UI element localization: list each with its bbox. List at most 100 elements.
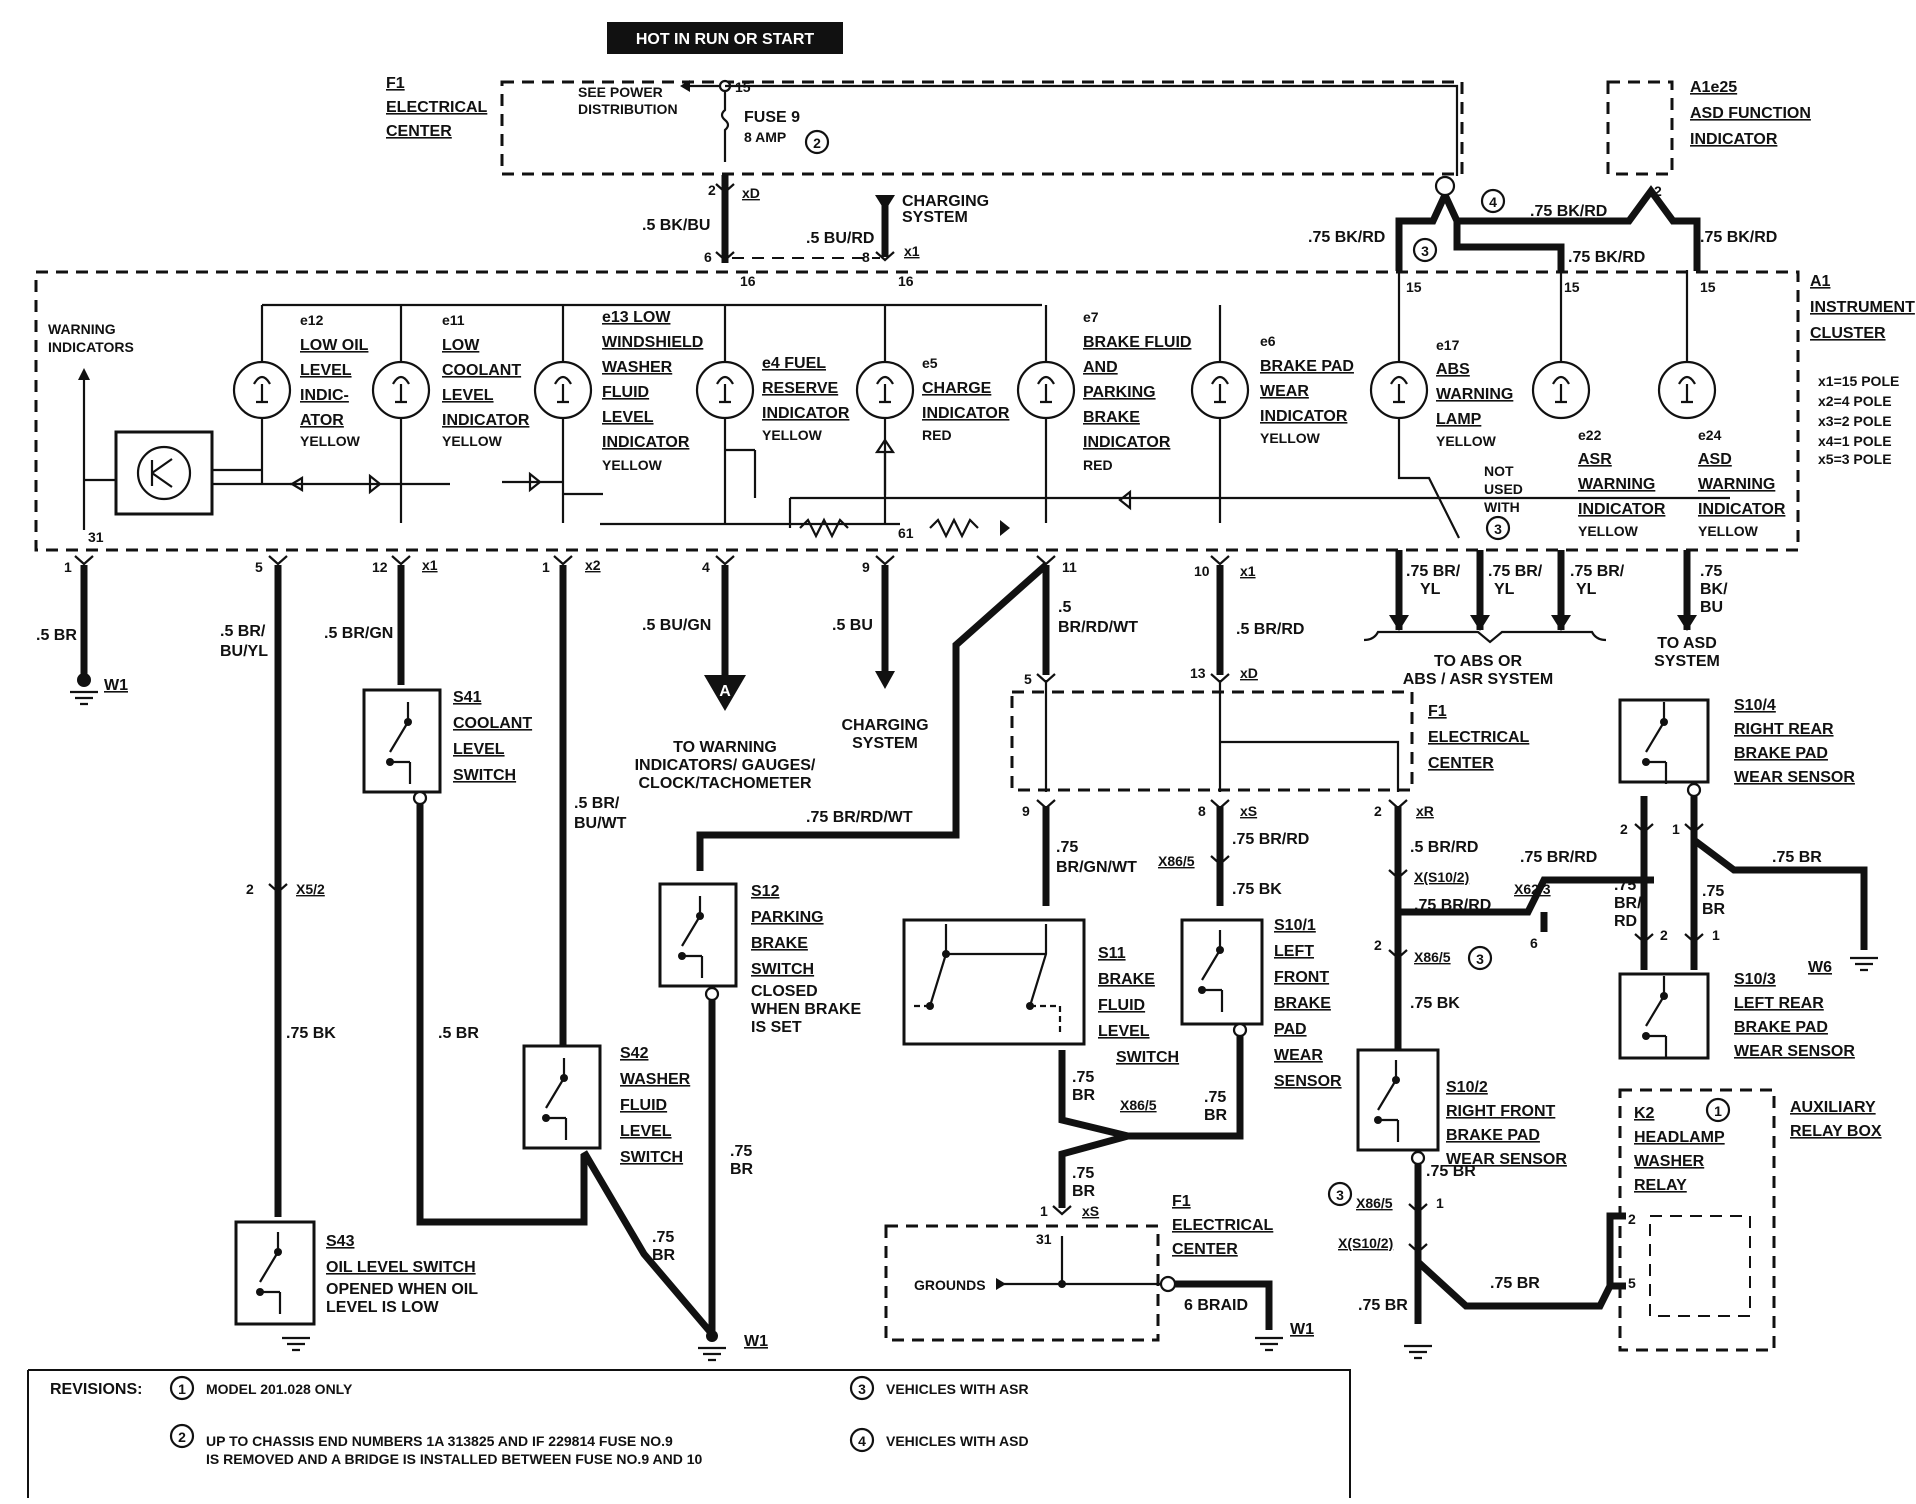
lower-bk75b: .75 BK [1232, 881, 1282, 898]
r-x865b: X86/5 [1356, 1195, 1393, 1211]
r-br75: .75 BR [1426, 1163, 1476, 1180]
s12-l3: SWITCH [751, 961, 814, 978]
lower-br75e2: BR [1072, 1183, 1096, 1200]
wire-bkrd-2: .75 BK/RD [1530, 203, 1607, 220]
f1-l2: CENTER [386, 123, 452, 140]
lower-xs: xS [1082, 1203, 1099, 1219]
lower-br75d2: BR [1204, 1107, 1228, 1124]
a1e25-pin: 2 [1654, 183, 1662, 199]
rev-2a: UP TO CHASSIS END NUMBERS 1A 313825 AND … [206, 1433, 673, 1449]
s103-l2: BRAKE PAD [1734, 1019, 1828, 1036]
f1m-l2: CENTER [1428, 755, 1494, 772]
abs-w3b: YL [1576, 581, 1597, 598]
abs-w2a: .75 BR/ [1488, 563, 1543, 580]
s12-n1: CLOSED [751, 983, 818, 1000]
switch-s43: S43 OIL LEVEL SWITCH OPENED WHEN OIL LEV… [234, 1220, 478, 1352]
s43-l1: OIL LEVEL SWITCH [326, 1259, 476, 1276]
abs-to-2: ABS / ASR SYSTEM [1403, 671, 1554, 688]
e7-l5: INDICATOR [1083, 434, 1171, 451]
s41-id: S41 [453, 689, 482, 706]
r-x865: X86/5 [1414, 949, 1451, 965]
r-w6: W6 [1808, 959, 1832, 976]
r-brrdv3: RD [1614, 913, 1637, 930]
conn-a-l3: CLOCK/TACHOMETER [638, 775, 811, 792]
connector-a: A [719, 683, 731, 700]
indicator-e6: e6 BRAKE PAD WEAR INDICATOR YELLOW [1260, 333, 1354, 446]
e17-l1: ABS [1436, 361, 1470, 378]
r-xs102: X(S10/2) [1414, 869, 1469, 885]
lower-x865a: X86/5 [1158, 853, 1195, 869]
abs-w3a: .75 BR/ [1570, 563, 1625, 580]
lower-bk75: .75 BK [286, 1025, 336, 1042]
lamp-e24-icon [1657, 360, 1717, 420]
x1-top: x1 [904, 243, 920, 259]
e11-l2: COOLANT [442, 362, 521, 379]
e7-id: e7 [1083, 309, 1099, 325]
a1e25-indicator: A1e25 ASD FUNCTION INDICATOR 2 [1606, 79, 1811, 199]
f1m-p2: 2 [1374, 803, 1382, 819]
braid: 6 BRAID [1184, 1297, 1248, 1314]
s104-l2: BRAKE PAD [1734, 745, 1828, 762]
charging-l1: CHARGING [841, 717, 928, 734]
asd-to-1: TO ASD [1657, 635, 1717, 652]
pin-4: 4 [702, 559, 710, 575]
s12-n3: IS SET [751, 1019, 802, 1036]
a1e25-id: A1e25 [1690, 79, 1737, 96]
a1e25-l1: ASD FUNCTION [1690, 105, 1811, 122]
switch-s101: S10/1 LEFT FRONT BRAKE PAD WEAR SENSOR [1180, 917, 1342, 1090]
pin-5: 5 [255, 559, 263, 575]
lamp-e17-icon [1369, 360, 1429, 420]
pin-31: 31 [88, 529, 104, 545]
fuse-amp: 8 AMP [744, 129, 786, 145]
r-p2b: 2 [1620, 821, 1628, 837]
xd-pin: 2 [708, 182, 716, 198]
s11-l3: LEVEL [1098, 1023, 1150, 1040]
x52-connector: 2 X5/2 .75 BK [246, 881, 336, 1042]
e12-l4: ATOR [300, 412, 344, 429]
r-brrdv2: BR/ [1614, 895, 1642, 912]
r-brrd5: .5 BR/RD [1410, 839, 1478, 856]
pin-1b: 1 [542, 559, 550, 575]
s42-l1: WASHER [620, 1071, 691, 1088]
pin-16a: 16 [740, 273, 756, 289]
lower-brrd75: .75 BR/RD [1232, 831, 1309, 848]
k2-id: K2 [1634, 1105, 1655, 1122]
e17-l2: WARNING [1436, 386, 1513, 403]
e4-l1: RESERVE [762, 380, 839, 397]
see-power: SEE POWER [578, 84, 663, 100]
e22-id: e22 [1578, 427, 1602, 443]
indicator-e22: e22 ASR WARNING INDICATOR YELLOW [1578, 427, 1666, 539]
s104-l1: RIGHT REAR [1734, 721, 1834, 738]
asd-to-2: SYSTEM [1654, 653, 1720, 670]
wire-brbuwt-1: .5 BR/ [574, 795, 620, 812]
notused-rev: 3 [1494, 521, 1502, 537]
connector-a-icon [704, 675, 746, 711]
s41-l2: LEVEL [453, 741, 505, 758]
r-brrd75: .75 BR/RD [1414, 897, 1491, 914]
s11-l2: FLUID [1098, 997, 1145, 1014]
r-p2: 2 [1374, 937, 1382, 953]
wire-bugn: .5 BU/GN [642, 617, 711, 634]
lower-br75a1: .75 [730, 1143, 752, 1160]
abs-wires: .75 BR/ YL .75 BR/ YL .75 BR/ YL .75 BK/… [1363, 550, 1728, 688]
e17-id: e17 [1436, 337, 1460, 353]
pin-12: 12 [372, 559, 388, 575]
r-br75d: .75 BR [1772, 849, 1822, 866]
indicator-e7: e7 BRAKE FLUID AND PARKING BRAKE INDICAT… [1083, 309, 1191, 473]
x52: X5/2 [296, 881, 325, 897]
not-used-note: NOT USED WITH 3 [1484, 463, 1523, 541]
indicator-e4: e4 FUEL RESERVE INDICATOR YELLOW [762, 355, 850, 443]
switch-s103: S10/3 LEFT REAR BRAKE PAD WEAR SENSOR [1618, 971, 1855, 1060]
pin-11: 11 [1062, 559, 1077, 575]
w1-left: W1 [104, 677, 128, 694]
abs-to-1: TO ABS OR [1434, 653, 1522, 670]
e7-l3: PARKING [1083, 384, 1156, 401]
lamp-e12-icon [232, 360, 292, 420]
lamp-e5-icon [855, 360, 915, 420]
e22-l1: ASR [1578, 451, 1612, 468]
k2-rev: 1 [1714, 1103, 1722, 1119]
indicator-e13: e13 LOW WINDSHIELD WASHER FLUID LEVEL IN… [602, 309, 703, 473]
e11-l1: LOW [442, 337, 480, 354]
wire-brbuwt-2: BU/WT [574, 815, 627, 832]
